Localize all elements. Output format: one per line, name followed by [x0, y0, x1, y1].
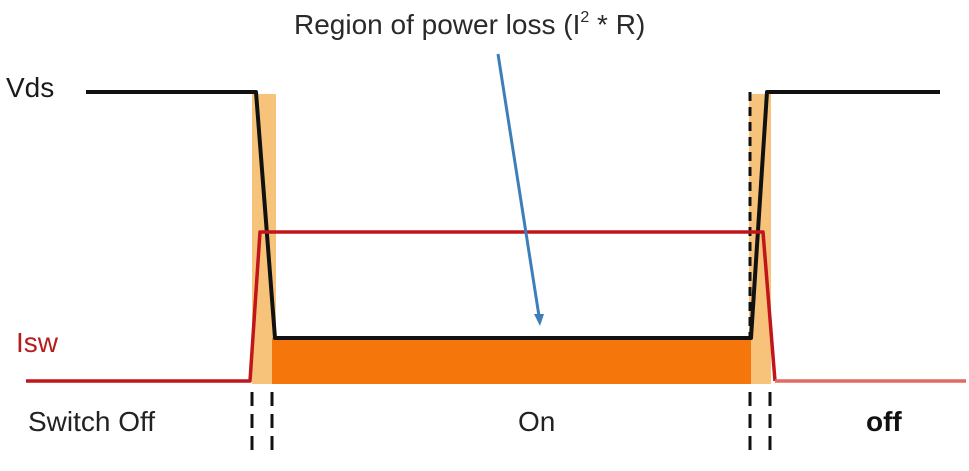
- off-phase-label: off: [866, 406, 902, 437]
- power-loss-arrow-head: [534, 314, 544, 326]
- vds-axis-label: Vds: [6, 72, 55, 103]
- title-suffix-text: * R): [589, 9, 646, 40]
- conduction-loss-region: [272, 338, 751, 384]
- on-phase-label: On: [518, 406, 556, 437]
- power-loss-region-title: Region of power loss (I2 * R): [294, 10, 645, 39]
- isw-axis-label: Isw: [16, 327, 58, 358]
- isw-waveform: [26, 230, 777, 383]
- vds-waveform: [86, 90, 940, 340]
- turn-off-transition-region: [749, 94, 771, 384]
- turn-on-transition-region: [252, 94, 276, 384]
- title-prefix-text: Region of power loss (I: [294, 9, 581, 40]
- power-loss-annotation-arrow: [496, 53, 541, 317]
- title-superscript-text: 2: [580, 9, 590, 26]
- switch-off-phase-label: Switch Off: [28, 406, 156, 437]
